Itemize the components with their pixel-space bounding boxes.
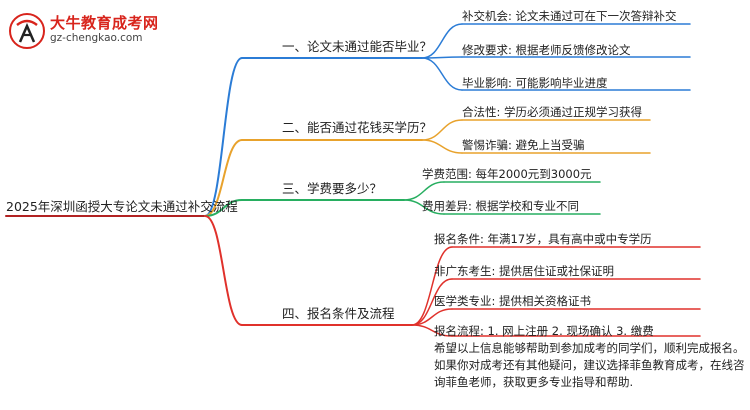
branch-1-link (204, 57, 243, 217)
root-node: 2025年深圳函授大专论文未通过补交流程 (6, 199, 238, 214)
branch-2-leaf-1: 合法性: 学历必须通过正规学习获得 (462, 105, 643, 119)
logo-title: 大牛教育成考网 (50, 14, 159, 32)
branch-3-leaf-1: 学费范围: 每年2000元到3000元 (422, 167, 592, 181)
branch-1-leaf-3: 毕业影响: 可能影响毕业进度 (462, 76, 608, 90)
branch-4-leaf-1: 报名条件: 年满17岁，具有高中或中专学历 (434, 232, 652, 246)
branch-3-link (204, 199, 243, 217)
branch-4-leaf-3: 医学类专业: 提供相关资格证书 (434, 294, 592, 308)
branch-4-leaf-1-link (411, 246, 453, 326)
brand-logo: 大牛教育成考网 gz-chengkao.com (8, 10, 198, 54)
branch-3-label: 三、学费要多少？ (282, 181, 383, 196)
branch-4-note: 报名流程: 1. 网上注册 2. 现场确认 3. 缴费 希望以上信息能够帮助到参… (434, 324, 745, 389)
branch-4-leaf-2: 非广东考生: 提供居住证或社保证明 (434, 264, 615, 278)
branch-1-leaf-2: 修改要求: 根据老师反馈修改论文 (462, 43, 631, 57)
branch-3-leaf-2-link (403, 199, 445, 215)
branch-4-label: 四、报名条件及流程 (282, 306, 395, 321)
branch-2-link (204, 139, 243, 217)
branch-1-leaf-1: 补交机会: 论文未通过可在下一次答辩补交 (462, 9, 677, 23)
branch-2-leaf-2: 警惕诈骗: 避免上当受骗 (462, 138, 585, 152)
branch-1-label: 一、论文未通过能否毕业？ (282, 39, 433, 54)
branch-4-leaf-2-link (411, 278, 453, 326)
logo-icon (9, 13, 45, 49)
branch-1-leaf-3-link (421, 57, 463, 91)
branch-2-label: 二、能否通过花钱买学历？ (282, 120, 433, 135)
branch-3-leaf-1-link (403, 181, 445, 201)
branch-2-leaf-1-link (421, 119, 463, 141)
branch-3-leaf-2: 费用差异: 根据学校和专业不同 (422, 199, 580, 213)
branch-1-leaf-1-link (421, 23, 463, 59)
logo-url: gz-chengkao.com (50, 32, 143, 44)
branch-4-link (204, 215, 243, 326)
branch-2-leaf-2-link (421, 139, 463, 154)
branch-4-leaf-4-link (411, 324, 453, 337)
